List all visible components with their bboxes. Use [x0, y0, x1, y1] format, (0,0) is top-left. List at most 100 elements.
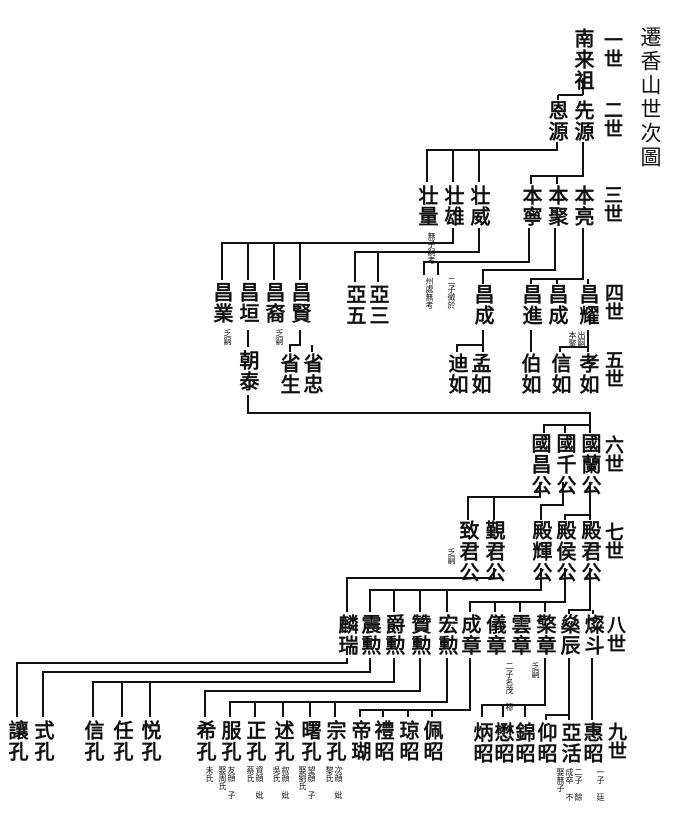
person-name: 禮昭	[371, 720, 395, 762]
generation-label: 五世	[602, 350, 624, 388]
line-benning-g4	[423, 228, 530, 275]
annotation-note: 乏嗣	[275, 329, 284, 345]
person-name: 錦昭	[512, 722, 536, 764]
person-name: 宏勲	[435, 614, 459, 656]
person-name: 宗孔	[323, 720, 347, 762]
person-name: 震勲	[358, 614, 382, 656]
line-changyao-g5	[559, 330, 589, 352]
person-name: 先源	[571, 100, 595, 142]
person-name: 昌業	[210, 282, 234, 324]
person-name: 佩昭	[420, 720, 444, 762]
line-dianjun-g8	[568, 568, 594, 614]
person-name: 服孔	[218, 720, 242, 762]
annotation-note: 望顔 子娶劉氏	[298, 766, 316, 799]
person-name: 恩源	[545, 100, 569, 142]
annotation-note: 未氏	[205, 766, 214, 782]
person-name: 殿輝公	[529, 520, 553, 583]
person-name: 亞三	[366, 284, 390, 326]
person-name: 成章	[458, 614, 482, 656]
line-hongxun-g9	[229, 658, 448, 717]
person-name: 迪如	[445, 353, 469, 395]
person-name: 國蘭公	[578, 433, 602, 496]
person-name: 省忠	[300, 353, 324, 395]
person-name: 昌成	[545, 284, 569, 326]
line-benliang-g4	[530, 228, 589, 284]
line-enyuan-g3	[426, 142, 558, 182]
person-name: 悦孔	[138, 720, 162, 762]
person-name: 亞活	[558, 722, 582, 764]
person-name: 儀章	[483, 614, 507, 656]
person-name: 述孔	[271, 720, 295, 762]
line-shenchen-g9	[545, 658, 570, 720]
person-name: 炳昭	[470, 722, 494, 764]
line-jinjun-g8	[346, 568, 495, 612]
person-name: 南来祖	[571, 28, 595, 91]
person-name: 孟如	[468, 353, 492, 395]
annotation-note: 二子 餘成卒 不娶無子	[556, 768, 583, 801]
annotation-note: 無子嗣考	[427, 232, 436, 264]
person-name: 曙孔	[298, 720, 322, 762]
annotation-note: 二子徵於	[447, 277, 456, 309]
annotation-note: 乏嗣	[531, 662, 540, 678]
person-name: 仰昭	[534, 722, 558, 764]
person-name: 任孔	[110, 720, 134, 762]
line-benju-g4	[482, 228, 556, 284]
line-dianhui-g8	[369, 568, 542, 612]
annotation-note: 出嗣本聚	[568, 331, 586, 347]
annotation-note: 資顔 妣蔡氏	[246, 766, 264, 799]
line-chengzhang-g9	[359, 658, 471, 717]
generation-label: 四世	[602, 283, 624, 321]
person-name: 麟瑞	[335, 614, 359, 656]
person-name: 昌賢	[288, 282, 312, 324]
generation-label: 二世	[601, 100, 623, 138]
person-name: 琼昭	[396, 720, 420, 762]
person-name: 朝泰	[236, 350, 260, 392]
person-name: 昌耀	[576, 284, 600, 326]
person-name: 致君公	[456, 520, 480, 583]
person-name: 本寧	[519, 185, 543, 227]
person-name: 式孔	[31, 720, 55, 762]
line-juexun-g9	[92, 658, 395, 717]
generation-label: 六世	[602, 435, 624, 473]
person-name: 國千公	[553, 433, 577, 496]
person-name: 本亮	[571, 185, 595, 227]
person-name: 壮雄	[441, 185, 465, 227]
person-name: 覲君公	[482, 520, 506, 583]
person-name: 昌成	[471, 284, 495, 326]
line-zhenxun-g9	[42, 658, 371, 717]
person-name: 燊辰	[557, 614, 581, 656]
line-guoqian-g7	[540, 482, 564, 520]
annotation-note: 次顔 妣黎氏	[325, 766, 343, 799]
person-name: 殿君公	[578, 520, 602, 583]
line-guochang-g7	[467, 482, 541, 520]
annotation-note: 二子名茂 穆	[505, 662, 514, 711]
person-name: 殿侯公	[553, 520, 577, 583]
person-name: 伯如	[518, 353, 542, 395]
annotation-note: 叙顔 妣吳氏	[272, 766, 290, 799]
generation-label: 七世	[602, 522, 624, 560]
generation-label: 一世	[601, 30, 623, 68]
line-guolan-g7	[564, 482, 591, 520]
line-changcheng-g5	[456, 330, 484, 352]
person-name: 希孔	[193, 720, 217, 762]
person-name: 昌垣	[236, 282, 260, 324]
person-name: 雲章	[508, 614, 532, 656]
person-name: 本聚	[545, 185, 569, 227]
person-name: 壮威	[467, 185, 491, 227]
person-name: 昌進	[519, 284, 543, 326]
line-zhuangwei-g4	[354, 228, 480, 282]
generation-label: 三世	[601, 185, 623, 223]
person-name: 爵勲	[382, 614, 406, 656]
annotation-note: 一子 廷	[596, 768, 605, 801]
line-xianyuan-g3	[530, 142, 584, 184]
line-qingzhang-g9	[481, 658, 546, 717]
annotation-note: 友顔 子娶周氏	[218, 766, 236, 799]
line-linrui-g9	[16, 658, 348, 717]
generation-label: 八世	[604, 615, 626, 653]
annotation-note: 乏嗣	[447, 548, 456, 564]
person-name: 昌裔	[262, 282, 286, 324]
person-name: 檠章	[533, 614, 557, 656]
person-name: 懋昭	[491, 722, 515, 764]
